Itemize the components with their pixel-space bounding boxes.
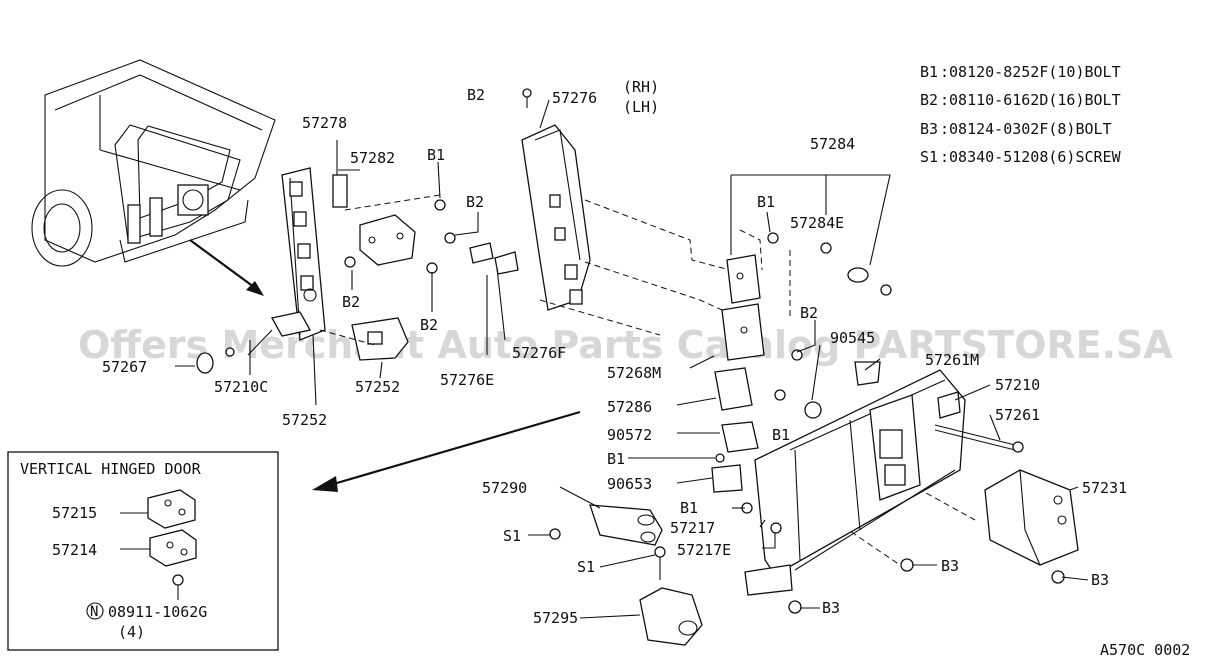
label-57231: 57231 <box>1082 479 1127 497</box>
label-57295: 57295 <box>533 609 578 627</box>
legend-b2-key: B2 <box>920 91 938 109</box>
label-57261: 57261 <box>995 406 1040 424</box>
label-57252-b: 57252 <box>282 411 327 429</box>
inset-title: VERTICAL HINGED DOOR <box>20 460 202 478</box>
inset-nut-number: 08911-1062G <box>108 603 207 621</box>
legend-b3-text: :08124-0302F(8)BOLT <box>940 120 1112 138</box>
label-57276: 57276 <box>552 89 597 107</box>
label-57276e: 57276E <box>440 371 494 389</box>
label-b3b: B3 <box>1091 571 1109 589</box>
label-90545: 90545 <box>830 329 875 347</box>
label-b2c: B2 <box>342 293 360 311</box>
bolt-icons <box>196 199 1065 614</box>
label-b2b: B2 <box>466 193 484 211</box>
label-b1c: B1 <box>772 426 790 444</box>
inset-nut-qty: (4) <box>118 623 145 641</box>
label-b1b: B1 <box>757 193 775 211</box>
label-57286: 57286 <box>607 398 652 416</box>
label-b2e: B2 <box>800 304 818 322</box>
label-rh: (RH) <box>623 78 659 96</box>
legend-b2-text: :08110-6162D(16)BOLT <box>940 91 1121 109</box>
label-57284: 57284 <box>810 135 855 153</box>
legend-b1-key: B1 <box>920 63 938 81</box>
diagram-code: A570C 0002 <box>1100 641 1190 659</box>
legend-b3-key: B3 <box>920 120 938 138</box>
label-b2a: B2 <box>467 86 485 104</box>
label-57284e: 57284E <box>790 214 844 232</box>
label-b3a: B3 <box>941 557 959 575</box>
rod-57261 <box>934 424 1024 453</box>
label-57276f: 57276F <box>512 344 566 362</box>
label-b3c: B3 <box>822 599 840 617</box>
swing-frame-57210 <box>744 369 966 596</box>
label-57282: 57282 <box>350 149 395 167</box>
watermark: Offers Merchant Auto Parts Catalog PARTS… <box>78 323 1173 367</box>
bracket-57290 <box>589 504 663 546</box>
bracket-57295 <box>639 546 703 646</box>
label-b1e: B1 <box>680 499 698 517</box>
label-57217: 57217 <box>670 519 715 537</box>
door-frame-57252 <box>247 167 326 356</box>
label-57210: 57210 <box>995 376 1040 394</box>
label-lh: (LH) <box>623 98 659 116</box>
label-57267: 57267 <box>102 358 147 376</box>
inset-part-57215: 57215 <box>52 504 97 522</box>
arrow-to-inset <box>312 410 581 492</box>
legend-s1-key: S1 <box>920 148 938 166</box>
fastener-legend: B1 :08120-8252F(10)BOLT B2 :08110-6162D(… <box>920 63 1122 166</box>
label-b1d: B1 <box>607 450 625 468</box>
label-s1b: S1 <box>577 558 595 576</box>
inset-part-57214: 57214 <box>52 541 97 559</box>
label-90572: 90572 <box>607 426 652 444</box>
bracket-57252-lower <box>351 317 409 361</box>
label-b2d: B2 <box>420 316 438 334</box>
cover-57231 <box>984 469 1079 566</box>
part-labels: 57278 57282 B1 B2 57276 (RH) (LH) B2 B2 … <box>102 78 1127 627</box>
label-57210c: 57210C <box>214 378 268 396</box>
label-57261m: 57261M <box>925 351 979 369</box>
label-57268m: 57268M <box>607 364 661 382</box>
label-57290: 57290 <box>482 479 527 497</box>
hinge-column-57276 <box>521 88 591 311</box>
legend-b1-text: :08120-8252F(10)BOLT <box>940 63 1121 81</box>
label-90653: 90653 <box>607 475 652 493</box>
inset-vertical-hinged-door: VERTICAL HINGED DOOR 57215 57214 N 08911… <box>7 451 279 651</box>
label-s1a: S1 <box>503 527 521 545</box>
leader-lines <box>175 99 1089 619</box>
legend-s1-text: :08340-51208(6)SCREW <box>940 148 1122 166</box>
nut-mark: N <box>90 604 98 620</box>
hinge-assembly-57284 <box>711 242 881 493</box>
label-57252-a: 57252 <box>355 378 400 396</box>
hinge-57282 <box>332 174 416 266</box>
inset-frame <box>7 451 279 651</box>
label-57278: 57278 <box>302 114 347 132</box>
vehicle-illustration <box>31 59 276 296</box>
label-b1a: B1 <box>427 146 445 164</box>
label-57217e: 57217E <box>677 541 731 559</box>
nut-mark-circle <box>86 602 104 620</box>
plate-57276e <box>469 242 519 275</box>
